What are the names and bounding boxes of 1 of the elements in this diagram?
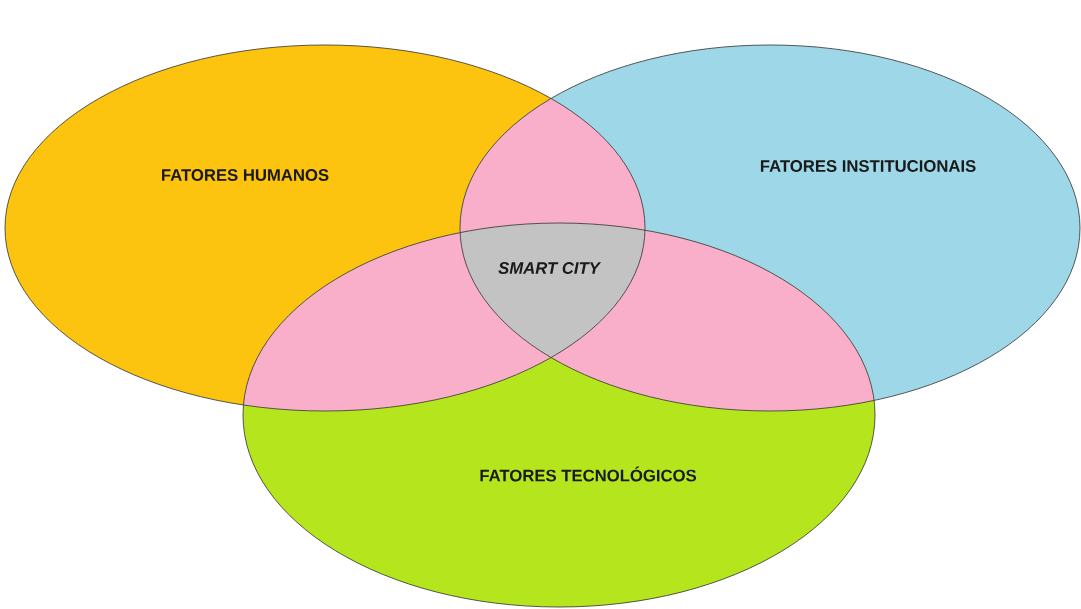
center-label: SMART CITY bbox=[498, 262, 602, 274]
